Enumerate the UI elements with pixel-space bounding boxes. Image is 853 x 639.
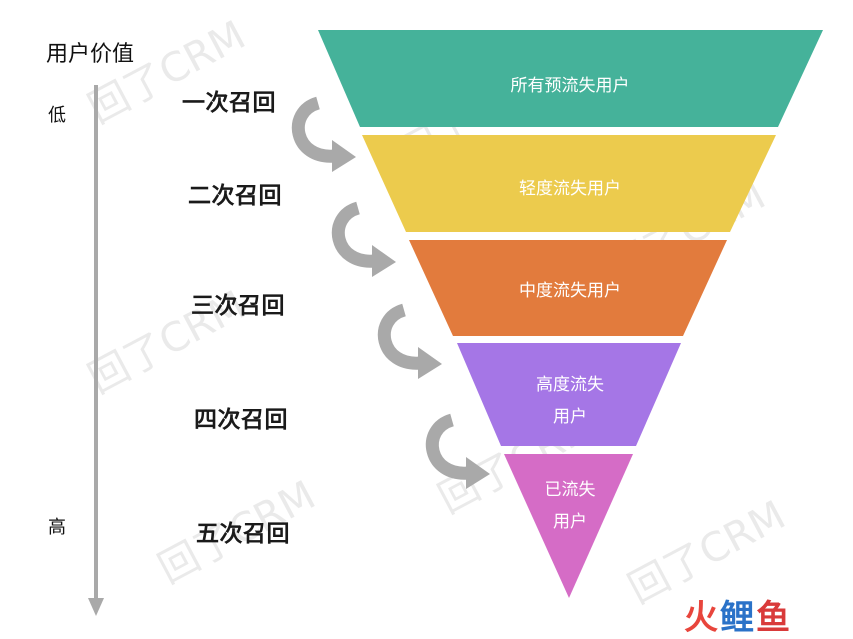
segment-label-line: 所有预流失用户 <box>510 76 630 96</box>
funnel-segment-1 <box>318 30 823 127</box>
stage-label-2: 二次召回 <box>188 183 282 209</box>
segment-label-2: 轻度流失用户 <box>420 173 720 205</box>
brand-logo: 火鲤鱼 <box>684 590 792 639</box>
recall-arrow-4-head <box>466 457 490 489</box>
logo-part-1: 火 <box>684 598 720 638</box>
axis-title: 用户价值 <box>46 42 135 67</box>
funnel-segment-3 <box>409 240 727 336</box>
segment-label-3: 中度流失用户 <box>420 275 720 307</box>
funnel-segment-2 <box>362 135 776 232</box>
segment-label-line: 高度流失 <box>536 375 604 395</box>
segment-label-line: 已流失 <box>544 480 596 500</box>
segment-label-line: 用户 <box>553 512 587 532</box>
segment-label-5: 已流失 用户 <box>470 474 670 538</box>
stage-label-1: 一次召回 <box>182 90 276 116</box>
recall-arrow-2-head <box>372 245 396 277</box>
stage-label-4: 四次召回 <box>194 407 288 433</box>
segment-label-line: 轻度流失用户 <box>519 179 621 199</box>
value-axis-arrowhead <box>88 598 104 616</box>
segment-label-line: 用户 <box>553 407 587 427</box>
segment-label-line: 中度流失用户 <box>519 281 621 301</box>
stage-label-3: 三次召回 <box>191 293 285 319</box>
axis-low-label: 低 <box>48 105 66 126</box>
axis-high-label: 高 <box>48 517 66 538</box>
recall-arrow-1-head <box>332 140 356 172</box>
recall-arrow-2 <box>331 201 376 268</box>
recall-arrow-4 <box>425 413 470 480</box>
recall-arrow-3 <box>377 303 422 370</box>
funnel-segment-4 <box>457 343 681 446</box>
segment-label-4: 高度流失 用户 <box>470 369 670 433</box>
segment-label-1: 所有预流失用户 <box>420 70 720 102</box>
funnel-segment-5 <box>504 454 633 598</box>
logo-part-2: 鲤 <box>720 598 756 638</box>
recall-arrow-3-head <box>418 347 442 379</box>
recall-arrow-1 <box>291 96 336 163</box>
stage-label-5: 五次召回 <box>196 521 290 547</box>
logo-part-3: 鱼 <box>756 598 792 638</box>
